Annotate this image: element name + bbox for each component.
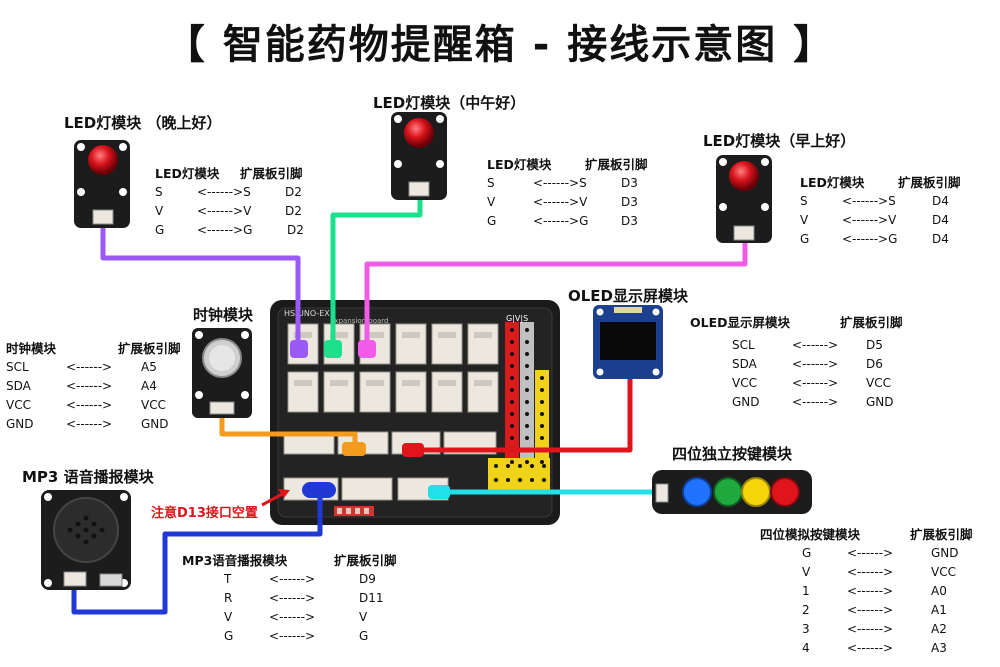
table-header: 扩展板引脚: [898, 175, 961, 190]
table-header: MP3语音播报模块: [182, 553, 288, 568]
table-row: 2<------>A1: [802, 603, 947, 617]
plug-keys: [428, 485, 450, 499]
rtc-battery-icon: [192, 328, 252, 418]
wire-clock: [219, 407, 358, 451]
table-row: VCC<------>VCC: [732, 376, 891, 390]
wire-led-noon: [330, 193, 423, 355]
led-module-icon: [716, 155, 772, 243]
d13-note: 注意D13接口空置: [151, 506, 258, 521]
table-row: GND<------>GND: [6, 417, 169, 431]
table-header: LED灯模块: [155, 166, 220, 181]
mp3-label: MP3 语音播报模块: [22, 468, 154, 486]
plug-mp3: [302, 482, 336, 498]
table-header: LED灯模块: [800, 175, 865, 190]
led-module-icon: [391, 112, 447, 200]
table-row: V<------>V: [224, 610, 368, 624]
table-header: 扩展板引脚: [240, 166, 303, 181]
table-header: 时钟模块: [6, 341, 57, 356]
table-header: 扩展板引脚: [910, 527, 973, 542]
led-module-icon: [74, 140, 130, 228]
led-morning-label: LED灯模块（早上好）: [703, 132, 856, 150]
plug-led-morning: [358, 340, 376, 358]
board-subtitle: Expansion board: [330, 317, 389, 325]
wire-led-morning: [364, 233, 748, 355]
table-header: 扩展板引脚: [334, 553, 397, 568]
oled-screen-icon: [593, 305, 663, 379]
table-row: 4<------>A3: [802, 641, 947, 655]
push-button-icon: [652, 470, 812, 514]
board-rail-label: G|V|S: [506, 314, 528, 323]
speaker-icon: [41, 490, 131, 590]
table-row: T<------>D9: [224, 572, 376, 586]
led-noon-label: LED灯模块（中午好）: [373, 94, 526, 112]
clock-label: 时钟模块: [193, 306, 254, 324]
keys-pin-table: 四位模拟按键模块扩展板引脚 G<------>GND V<------>VCC …: [760, 525, 973, 658]
table-row: SDA<------>A4: [6, 379, 157, 393]
table-header: 扩展板引脚: [840, 315, 903, 330]
page-title: 【 智能药物提醒箱 - 接线示意图 】: [164, 22, 836, 68]
table-header: 扩展板引脚: [118, 341, 181, 356]
expansion-board: [270, 300, 560, 525]
led-evening-label: LED灯模块 （晚上好）: [64, 114, 222, 132]
plug-clock: [342, 442, 366, 456]
table-row: SCL<------>D5: [732, 338, 883, 352]
arrow-icon: [261, 489, 290, 507]
table-row: R<------>D11: [224, 591, 384, 605]
keys-label: 四位独立按键模块: [672, 445, 793, 463]
table-header: OLED显示屏模块: [690, 315, 791, 330]
table-row: G<------>G: [224, 629, 369, 643]
plug-led-evening: [290, 340, 308, 358]
wire-led-evening: [100, 219, 301, 355]
table-row: V<------>VCC: [802, 565, 956, 579]
table-row: 1<------>A0: [802, 584, 947, 598]
table-row: 3<------>A2: [802, 622, 947, 636]
table-row: SDA<------>D6: [732, 357, 883, 371]
table-row: G<------>GND: [802, 546, 959, 560]
plug-led-noon: [324, 340, 342, 358]
oled-label: OLED显示屏模块: [568, 287, 689, 305]
table-header: 四位模拟按键模块: [760, 527, 861, 542]
board-name: HS-UNO-EX: [284, 309, 330, 318]
oled-pin-table: OLED显示屏模块 扩展板引脚 SCL<------>D5 SDA<------>…: [690, 313, 903, 412]
table-row: VCC<------>VCC: [6, 398, 166, 412]
wire-mp3: [71, 485, 323, 615]
table-row: SCL<------>A5: [6, 360, 157, 374]
plug-oled: [402, 443, 424, 457]
table-row: GND<------>GND: [732, 395, 894, 409]
wire-oled: [411, 369, 633, 453]
clock-pin-table: 时钟模块 扩展板引脚 SCL<------>A5 SDA<------>A4 VC…: [6, 339, 181, 434]
mp3-pin-table: MP3语音播报模块扩展板引脚 T<------>D9 R<------>D11 …: [182, 551, 397, 646]
table-header: LED灯模块: [487, 157, 552, 172]
table-header: 扩展板引脚: [585, 157, 648, 172]
